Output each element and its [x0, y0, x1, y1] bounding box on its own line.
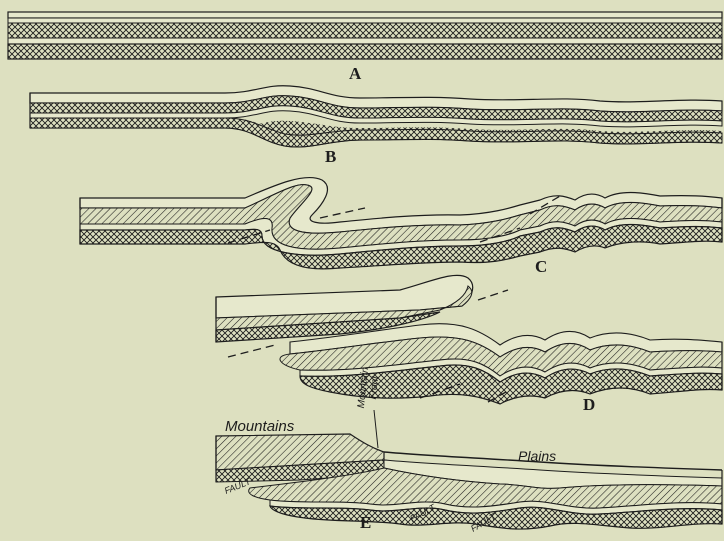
panel-d-label: D: [583, 395, 595, 414]
mountains-label: Mountains: [225, 418, 295, 435]
panel-a-label: A: [349, 64, 362, 83]
panel-e-strata: [216, 434, 722, 529]
panel-c-strata: [80, 178, 722, 269]
panel-e-label: E: [360, 513, 371, 532]
panel-d-strata: [216, 275, 722, 404]
panel-c-label: C: [535, 257, 547, 276]
panel-a-strata: [8, 12, 722, 59]
plains-label: Plains: [518, 448, 556, 464]
panel-b-label: B: [325, 147, 336, 166]
mountain-front-pointer: [374, 410, 378, 448]
panel-b-strata: [30, 86, 722, 147]
